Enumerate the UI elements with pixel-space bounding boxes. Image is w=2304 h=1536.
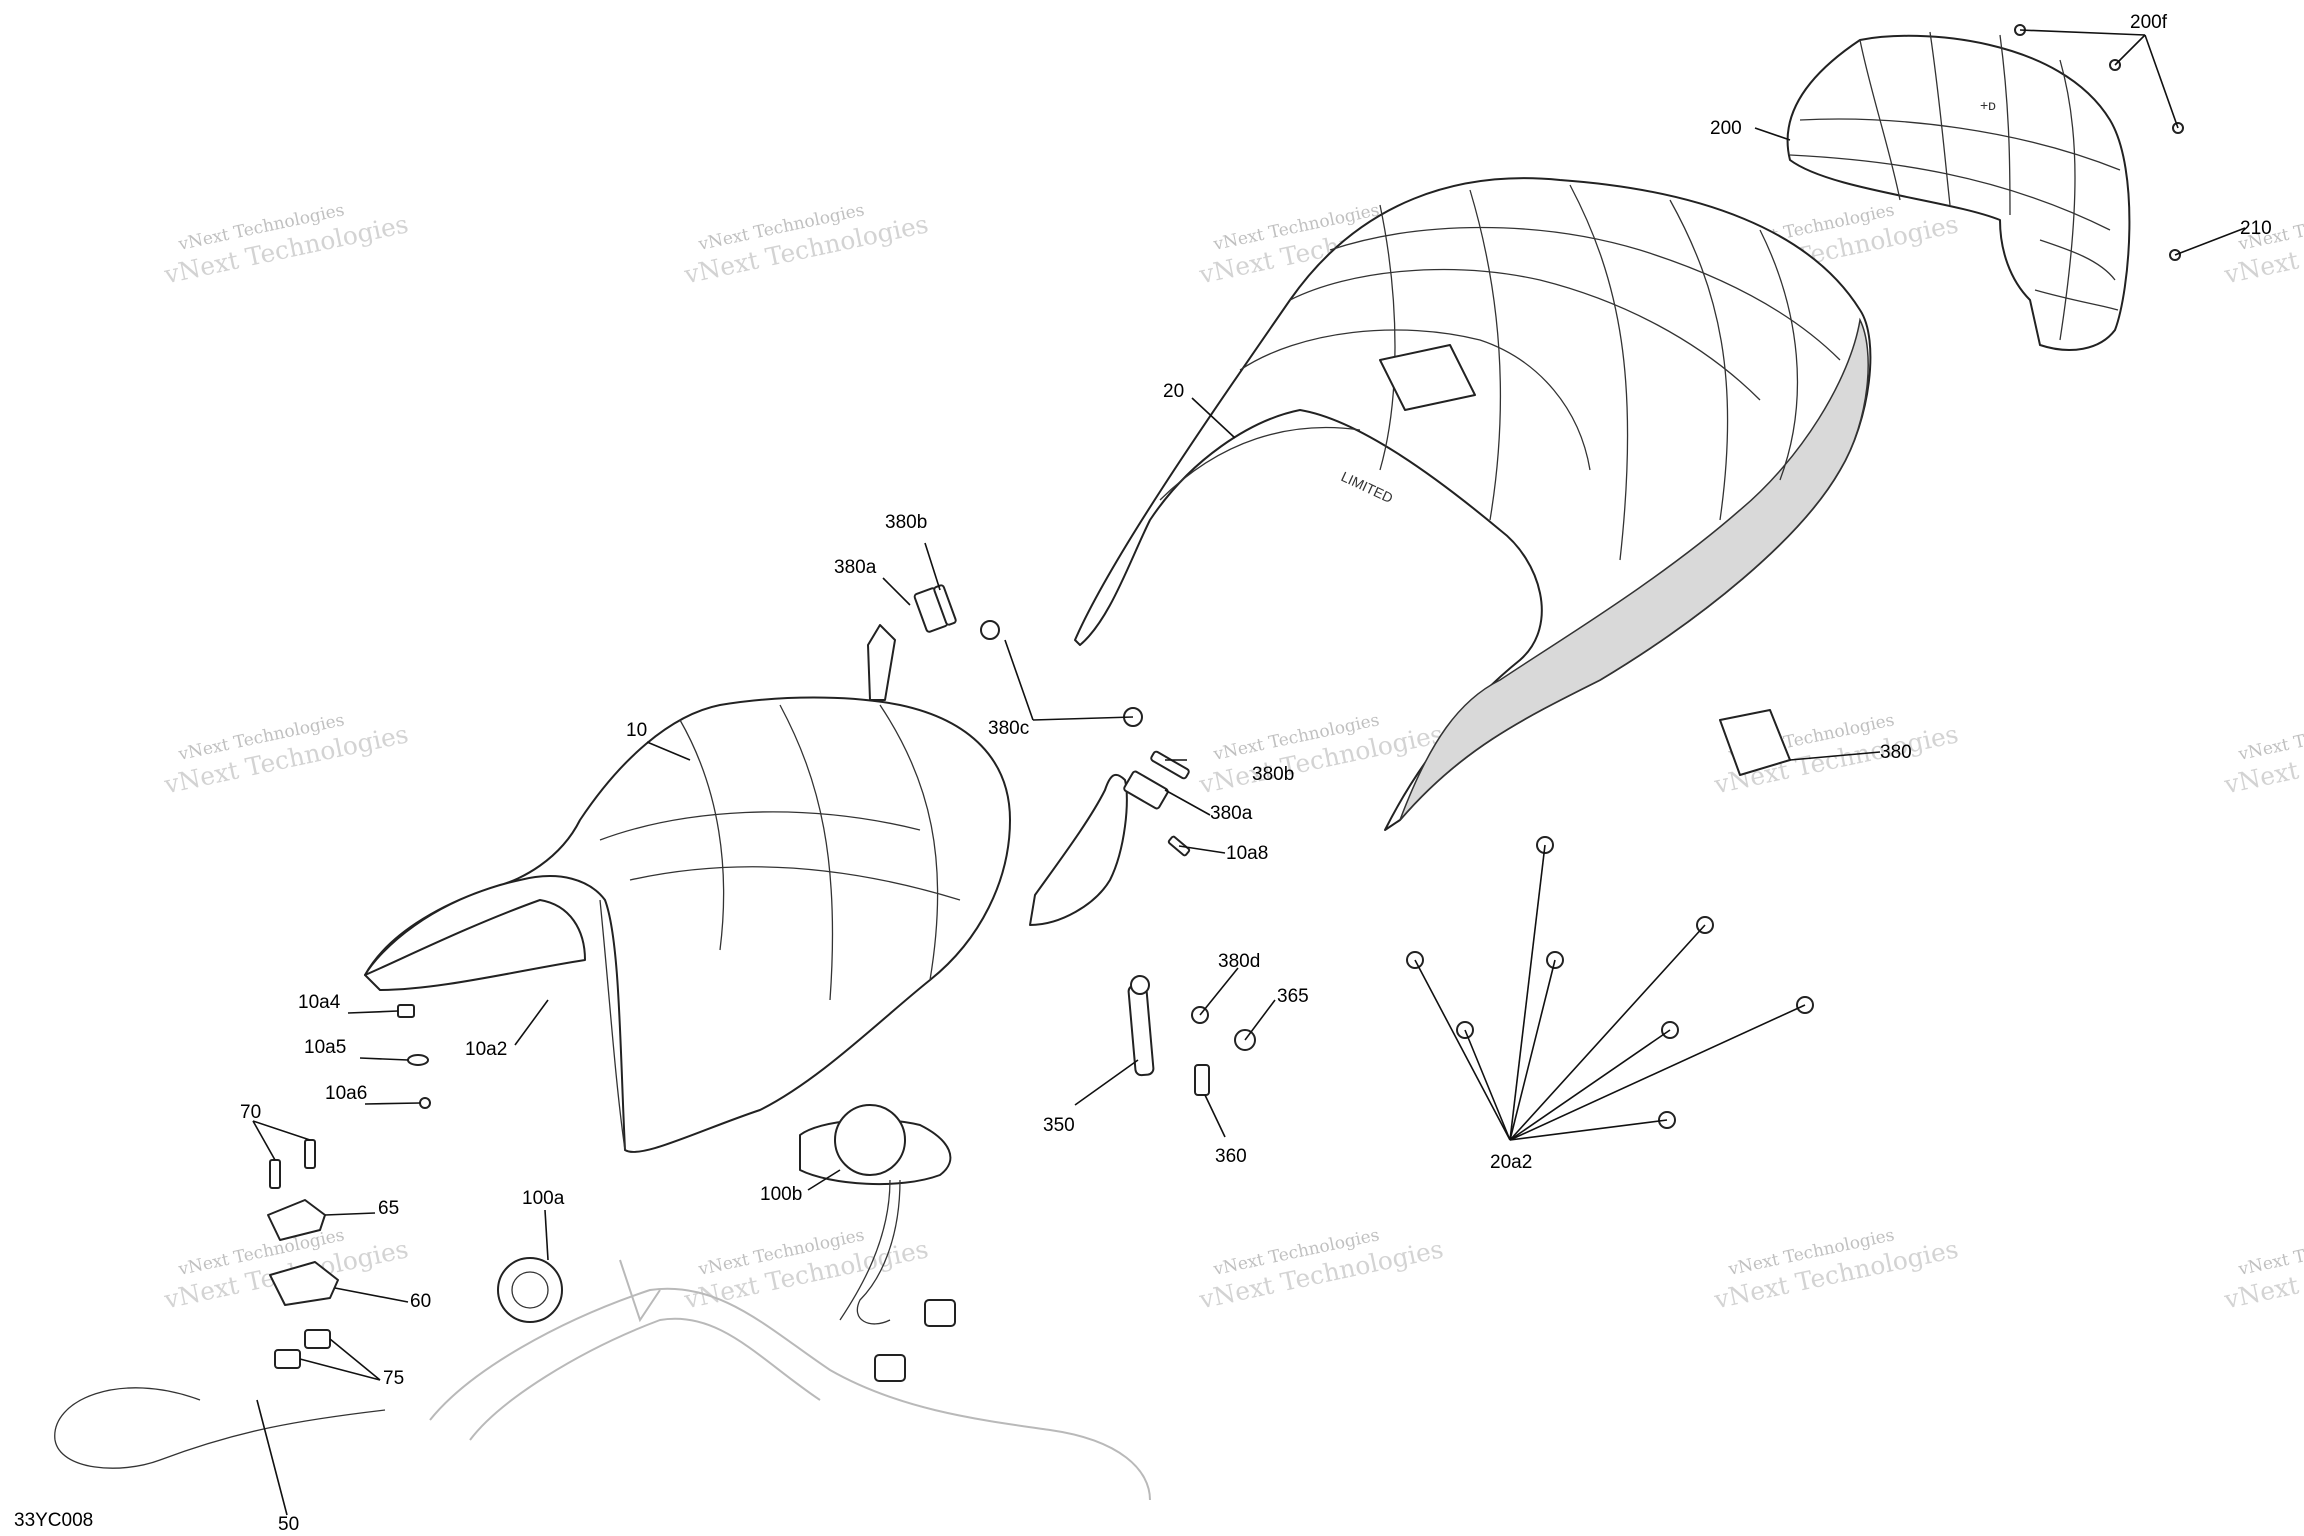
label-10a8: 10a8 [1226,843,1268,864]
label-380: 380 [1880,742,1912,763]
label-10: 10 [626,720,647,741]
label-365: 365 [1277,986,1309,1007]
hardware-parts [54,24,2184,1469]
label-380b-top: 380b [885,512,927,533]
label-60: 60 [410,1291,431,1312]
label-10a4: 10a4 [298,992,341,1013]
label-380a-top: 380a [834,557,877,578]
label-65: 65 [378,1198,399,1219]
diagram-code: 33YC008 [14,1510,93,1531]
label-10a6: 10a6 [325,1083,367,1104]
front-seat-drawing [364,624,1128,1153]
label-20: 20 [1163,381,1184,402]
label-200: 200 [1710,118,1742,139]
label-380b-mid: 380b [1252,764,1294,785]
label-75: 75 [383,1368,404,1389]
label-100a: 100a [522,1188,565,1209]
label-70: 70 [240,1102,261,1123]
leader-lines [252,29,2246,1516]
label-20a2: 20a2 [1490,1152,1532,1173]
label-380d: 380d [1218,951,1260,972]
label-380a-mid: 380a [1210,803,1253,824]
label-50: 50 [278,1514,299,1535]
label-210: 210 [2240,218,2272,239]
label-360: 360 [1215,1146,1247,1167]
backrest-drawing: +ᴅ [1786,31,2131,351]
label-100b: 100b [760,1184,802,1205]
svg-text:LIMITED: LIMITED [1339,468,1396,506]
label-350: 350 [1043,1115,1075,1136]
callout-labels: 200f 200 210 20 380b 380a 380c 10 380b 3… [14,12,2272,1535]
wiring-harness-ghost [429,1259,1151,1501]
label-10a5: 10a5 [304,1037,346,1058]
label-200f: 200f [2130,12,2168,33]
label-10a2: 10a2 [465,1039,507,1060]
svg-text:+ᴅ: +ᴅ [1980,97,1996,113]
label-380c: 380c [988,718,1029,739]
